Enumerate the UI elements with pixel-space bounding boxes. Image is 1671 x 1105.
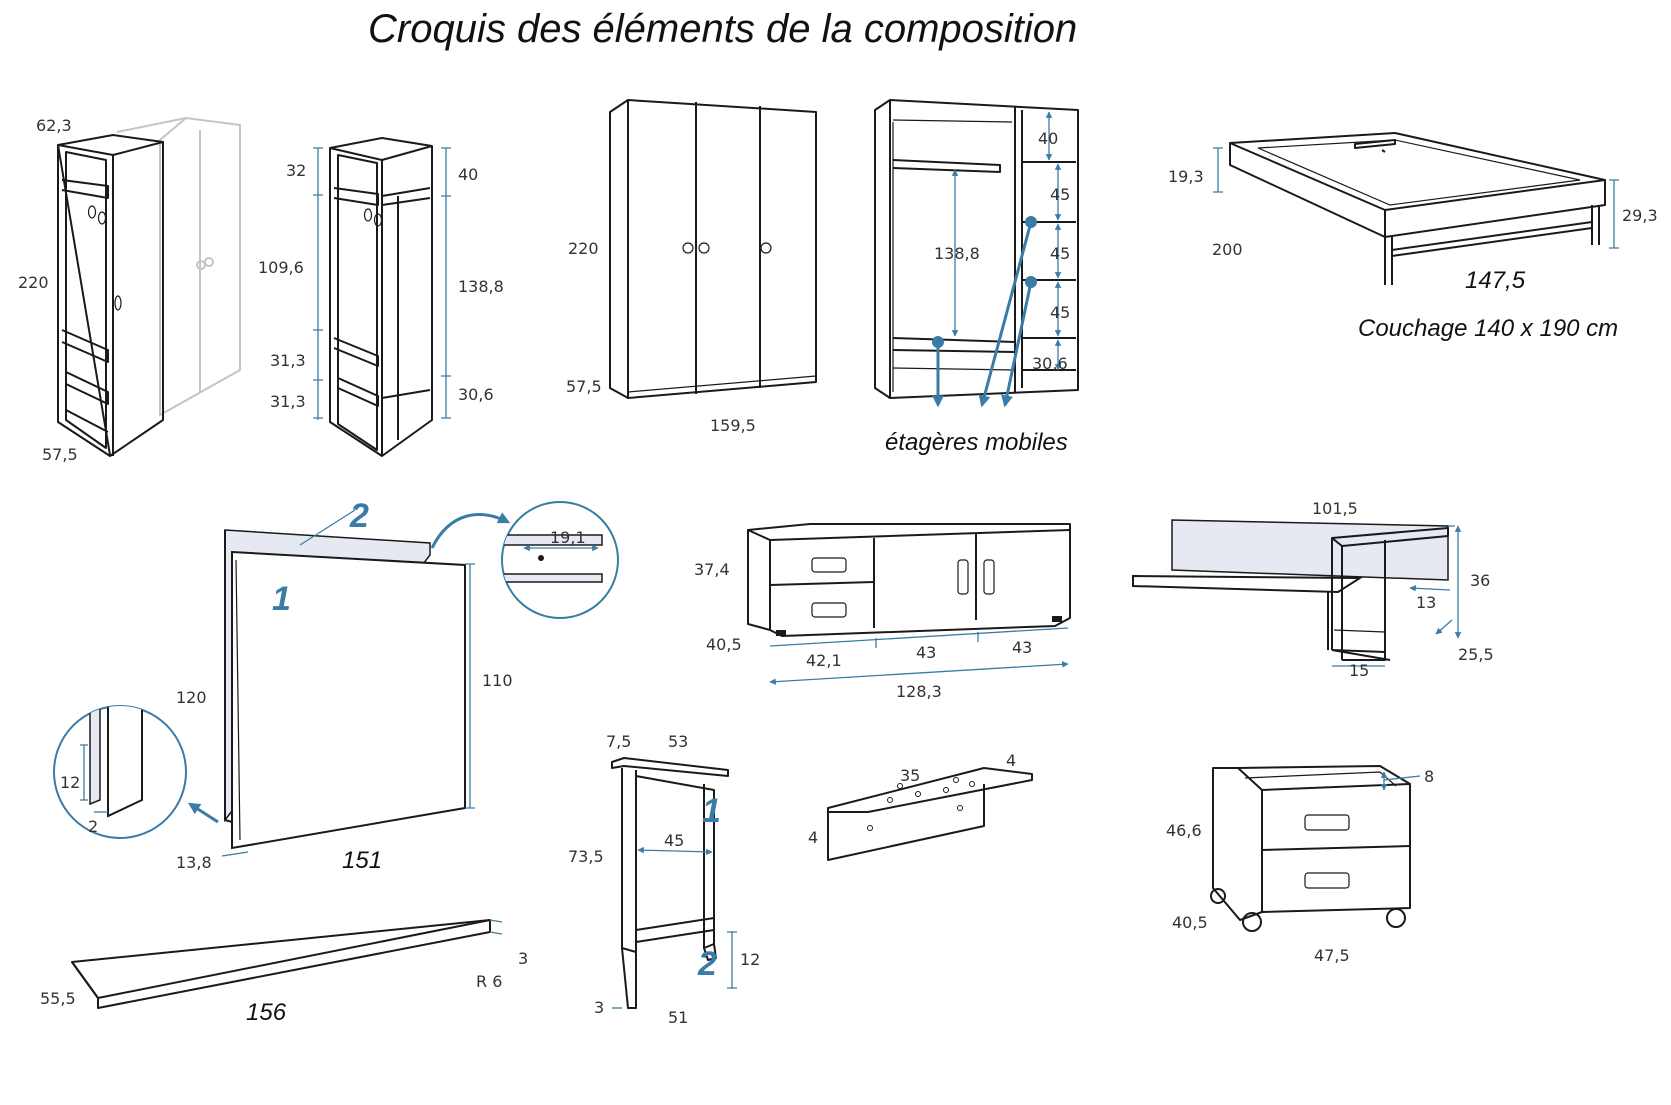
dim-height: 4: [808, 828, 818, 847]
bedside-shelf-drawing: 101,5 36 13 15 25,5: [1132, 499, 1494, 680]
desk-top-drawing: 55,5 156 3 R 6: [40, 919, 528, 1026]
dim-shelf-4: 30,6: [1032, 354, 1068, 373]
dim-height: 73,5: [568, 847, 604, 866]
panel-label-2: 2: [349, 497, 369, 535]
dim-section-0: 42,1: [806, 651, 842, 670]
dim-frame-height: 19,3: [1168, 167, 1204, 186]
dim-section-1: 43: [916, 643, 936, 662]
leg-label-2: 2: [697, 945, 717, 983]
panel-label-1: 1: [272, 580, 291, 618]
dim-foot-height: 12: [740, 950, 760, 969]
dim-height: 220: [568, 239, 599, 258]
dim-right-0: 40: [458, 165, 478, 184]
dim-depth: 55,5: [40, 989, 76, 1008]
dim-length: 35: [900, 766, 920, 785]
dim-total-width: 128,3: [896, 682, 942, 701]
dim-radius: R 6: [476, 972, 502, 991]
dim-foot-diameter: 3: [594, 998, 604, 1017]
dim-height: 220: [18, 273, 49, 292]
dim-thickness: 3: [518, 949, 528, 968]
headboard-drawing: 2 1 120 110 13,8 151 12 2 19,1: [53, 497, 619, 874]
dim-section-2: 43: [1012, 638, 1032, 657]
dim-thickness: 13,8: [176, 853, 212, 872]
dim-shelf-2: 45: [1050, 244, 1070, 263]
cabinet-interior-drawing: 32 109,6 31,3 31,3 40 138,8 30,6: [258, 137, 504, 457]
dim-length: 200: [1212, 240, 1243, 259]
dim-back-height: 120: [176, 688, 207, 707]
dim-depth: 57,5: [566, 377, 602, 396]
dim-width: 101,5: [1312, 499, 1358, 518]
note-mobile-shelves: étagères mobiles: [885, 429, 1068, 456]
wardrobe-drawing: 220 57,5 159,5: [566, 99, 817, 435]
dim-left-0: 32: [286, 161, 306, 180]
cabinet-open-drawing: 62,3 220 57,5: [18, 116, 241, 464]
dim-inner-width: 13: [1416, 593, 1436, 612]
detail-gap-height: 12: [60, 773, 80, 792]
dim-shelf-1: 45: [1050, 185, 1070, 204]
dim-depth: 40,5: [1172, 913, 1208, 932]
dim-depth: 40,5: [706, 635, 742, 654]
dim-length: 156: [246, 999, 287, 1026]
dim-shelf-3: 45: [1050, 303, 1070, 322]
dim-height: 46,6: [1166, 821, 1202, 840]
page-title: Croquis des éléments de la composition: [368, 7, 1077, 51]
dim-depth: 4: [1006, 751, 1016, 770]
note-mattress: Couchage 140 x 190 cm: [1358, 315, 1618, 342]
bed-drawing: 19,3 29,3 200 147,5 Couchage 140 x 190 c…: [1168, 132, 1658, 342]
dim-right-2: 30,6: [458, 385, 494, 404]
dim-hanging: 138,8: [934, 244, 980, 263]
dim-height: 36: [1470, 571, 1490, 590]
dim-depth: 25,5: [1458, 645, 1494, 664]
desk-legs-drawing: 7,5 53 73,5 45 12 3 51 1 2: [568, 732, 760, 1027]
dim-width: 151: [342, 847, 382, 874]
dim-top-thickness: 7,5: [606, 732, 631, 751]
dim-left-1: 109,6: [258, 258, 304, 277]
dim-width: 159,5: [710, 416, 756, 435]
dim-left-2: 31,3: [270, 351, 306, 370]
dim-width: 47,5: [1314, 946, 1350, 965]
dim-width: 147,5: [1465, 267, 1526, 294]
dim-front-height: 110: [482, 671, 513, 690]
dim-inner-width: 45: [664, 831, 684, 850]
dim-base-depth: 51: [668, 1008, 688, 1027]
dim-top-lip: 8: [1424, 767, 1434, 786]
dim-right-1: 138,8: [458, 277, 504, 296]
dim-shelf-0: 40: [1038, 129, 1058, 148]
wardrobe-interior-drawing: 138,8 40 45 45 45 30,6 étagères mobiles: [874, 99, 1079, 456]
wall-bracket-drawing: 35 4 4: [808, 751, 1033, 861]
dim-leg-height: 29,3: [1622, 206, 1658, 225]
dim-height: 37,4: [694, 560, 730, 579]
detail-rail: 19,1: [550, 528, 586, 547]
leg-label-1: 1: [702, 792, 721, 830]
detail-gap-width: 2: [88, 817, 98, 836]
dim-depth: 62,3: [36, 116, 72, 135]
tv-unit-drawing: 37,4 40,5 42,1 43 43 128,3: [694, 523, 1071, 701]
drawer-unit-drawing: 8 46,6 40,5 47,5: [1166, 765, 1434, 965]
dim-niche-width: 15: [1349, 661, 1369, 680]
dim-left-3: 31,3: [270, 392, 306, 411]
dim-width: 57,5: [42, 445, 78, 464]
dim-depth: 53: [668, 732, 688, 751]
